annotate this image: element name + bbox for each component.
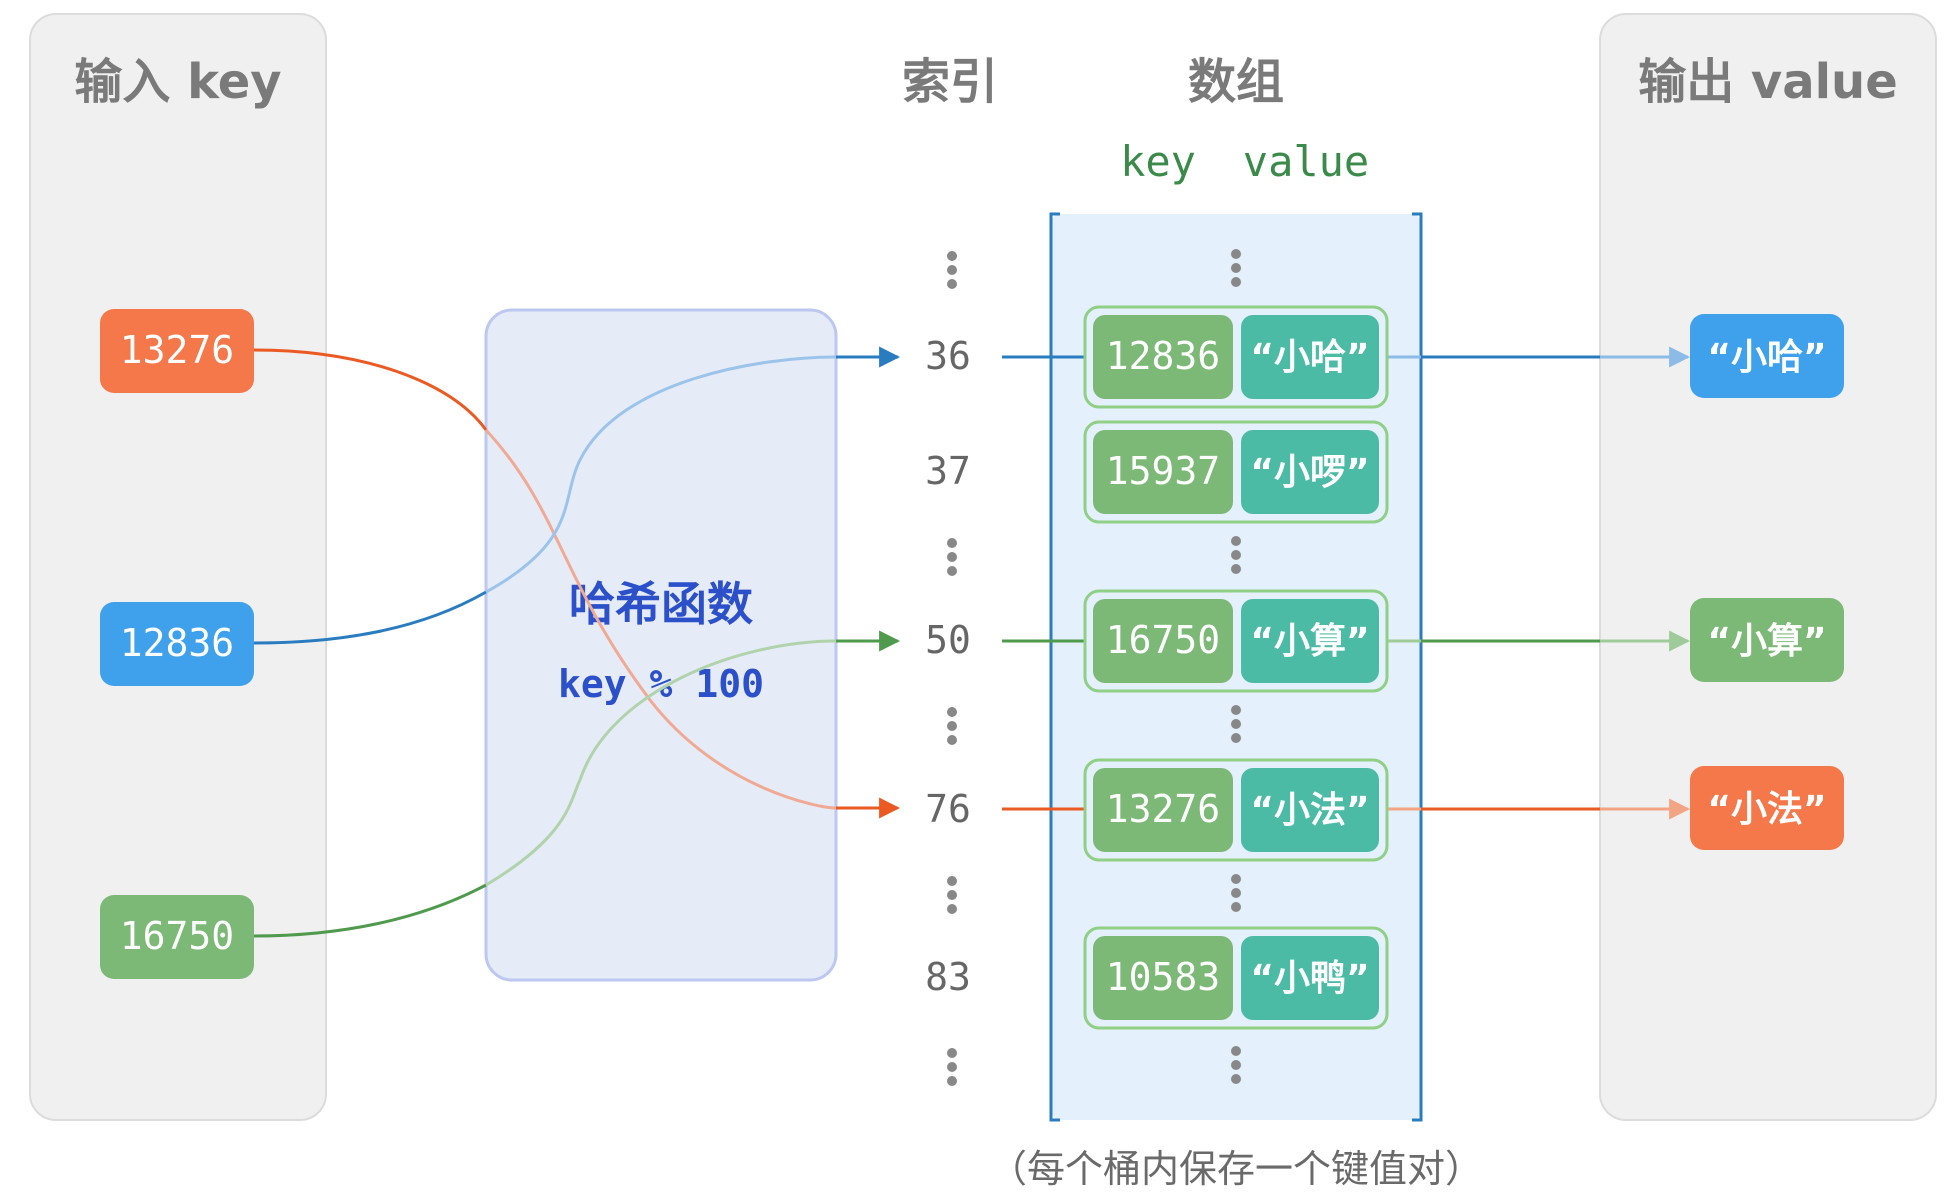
- array-header-value: value: [1243, 137, 1369, 186]
- mapping-curve-16750-inner: [485, 639, 837, 887]
- svg-text:“小鸭”: “小鸭”: [1250, 958, 1369, 999]
- svg-text:13276: 13276: [1106, 787, 1220, 831]
- svg-text:“小算”: “小算”: [1707, 621, 1826, 662]
- mapping-curve-12836-inner: [485, 355, 837, 594]
- bucket: 13276 “小法”: [1083, 758, 1389, 862]
- array-header-key: key: [1120, 137, 1196, 186]
- svg-text:12836: 12836: [120, 621, 234, 665]
- output-value-chip: “小算”: [1690, 598, 1844, 682]
- array-title: 数组: [1188, 54, 1284, 110]
- input-title: 输入 key: [74, 54, 281, 110]
- hash-function-title: 哈希函数: [569, 577, 753, 631]
- svg-text:13276: 13276: [120, 328, 234, 372]
- index-title: 索引: [902, 54, 998, 110]
- bucket: 10583 “小鸭”: [1083, 926, 1389, 1030]
- bucket: 16750 “小算”: [1083, 589, 1389, 693]
- input-key-chip: 16750: [100, 895, 254, 979]
- bucket: 15937 “小啰”: [1083, 420, 1389, 524]
- caption: （每个桶内保存一个键值对）: [989, 1147, 1483, 1191]
- svg-text:“小法”: “小法”: [1707, 789, 1826, 830]
- svg-text:“小哈”: “小哈”: [1250, 337, 1369, 378]
- svg-text:“小哈”: “小哈”: [1707, 337, 1826, 378]
- svg-text:“小啰”: “小啰”: [1250, 452, 1369, 493]
- output-panel: [1599, 13, 1937, 1121]
- index-label: 50: [925, 618, 971, 662]
- svg-text:10583: 10583: [1106, 955, 1220, 999]
- index-ellipses: [947, 251, 957, 1086]
- output-value-chip: “小哈”: [1690, 314, 1844, 398]
- svg-text:“小法”: “小法”: [1250, 790, 1369, 831]
- svg-text:16750: 16750: [120, 914, 234, 958]
- index-label: 76: [925, 787, 971, 831]
- mapping-curve-16750: [253, 883, 487, 938]
- bucket: 12836 “小哈”: [1083, 305, 1389, 409]
- index-label: 36: [925, 334, 971, 378]
- index-label: 83: [925, 955, 971, 999]
- output-title: 输出 value: [1638, 54, 1898, 110]
- mapping-curve-13276: [253, 348, 488, 431]
- input-panel: [29, 13, 327, 1121]
- input-key-chip: 13276: [100, 309, 254, 393]
- output-value-chip: “小法”: [1690, 766, 1844, 850]
- index-label: 37: [925, 449, 971, 493]
- array-ellipses: [1231, 249, 1241, 1084]
- svg-text:“小算”: “小算”: [1250, 621, 1369, 662]
- svg-text:12836: 12836: [1106, 334, 1220, 378]
- svg-text:16750: 16750: [1106, 618, 1220, 662]
- hash-function-formula: key % 100: [558, 662, 764, 706]
- mapping-curve-12836: [253, 590, 487, 645]
- mapping-curve-13276-inner: [484, 428, 837, 810]
- input-key-chip: 12836: [100, 602, 254, 686]
- svg-text:15937: 15937: [1106, 449, 1220, 493]
